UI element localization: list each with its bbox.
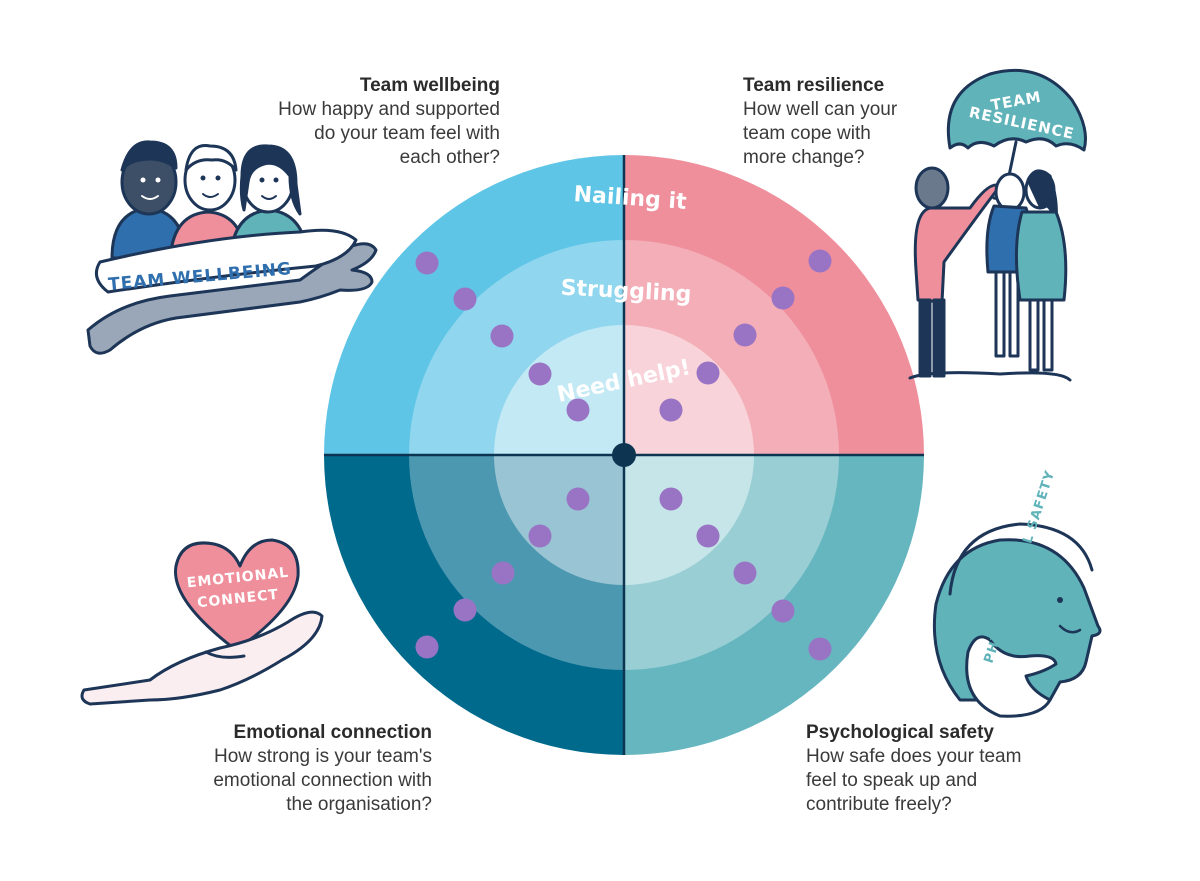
- rating-dot[interactable]: [415, 251, 439, 275]
- rating-dot[interactable]: [696, 361, 720, 385]
- caption-title: Emotional connection: [233, 722, 432, 743]
- rating-dot[interactable]: [659, 487, 683, 511]
- rating-dot[interactable]: [528, 524, 552, 548]
- rating-dot[interactable]: [415, 635, 439, 659]
- quadrant-psychological-safety-inner: [624, 455, 754, 585]
- team-wellbeing-illustration: [86, 140, 378, 355]
- caption-title: Team wellbeing: [359, 75, 500, 96]
- rating-dot[interactable]: [808, 637, 832, 661]
- rating-dot[interactable]: [453, 598, 477, 622]
- center-dot: [612, 443, 636, 467]
- caption-line: do your team feel with: [314, 123, 500, 144]
- psychological-safety-illustration: [932, 522, 1102, 718]
- rating-dots: [415, 249, 832, 661]
- caption-line: feel to speak up and: [806, 770, 978, 791]
- caption-team-wellbeing: Team wellbeing How happy and supported d…: [200, 74, 500, 170]
- caption-line: more change?: [743, 147, 865, 168]
- caption-line: How strong is your team's: [214, 746, 432, 767]
- rating-dot[interactable]: [528, 362, 552, 386]
- rating-dot[interactable]: [808, 249, 832, 273]
- caption-line: contribute freely?: [806, 794, 952, 815]
- rating-dot[interactable]: [490, 324, 514, 348]
- rating-dot[interactable]: [566, 487, 590, 511]
- caption-line: How happy and supported: [278, 99, 500, 120]
- rating-dot[interactable]: [771, 599, 795, 623]
- rating-dot[interactable]: [453, 287, 477, 311]
- rating-dot[interactable]: [733, 323, 757, 347]
- caption-line: the organisation?: [286, 794, 432, 815]
- caption-line: How well can your: [743, 99, 898, 120]
- quadrant-team-wellbeing-inner: [494, 325, 624, 455]
- caption-line: team cope with: [743, 123, 871, 144]
- rating-dot[interactable]: [566, 398, 590, 422]
- caption-title: Team resilience: [743, 75, 885, 96]
- caption-line: How safe does your team: [806, 746, 1022, 767]
- caption-team-resilience: Team resilience How well can your team c…: [743, 74, 1003, 170]
- quadrant-emotional-connection-inner: [494, 455, 624, 585]
- caption-title: Psychological safety: [806, 722, 994, 743]
- caption-emotional-connection: Emotional connection How strong is your …: [132, 721, 432, 817]
- team-resilience-illustration: [908, 68, 1087, 382]
- rating-dot[interactable]: [733, 561, 757, 585]
- rating-dot[interactable]: [659, 398, 683, 422]
- caption-psychological-safety: Psychological safety How safe does your …: [806, 721, 1106, 817]
- caption-line: emotional connection with: [213, 770, 432, 791]
- rating-dot[interactable]: [771, 286, 795, 310]
- caption-line: each other?: [399, 147, 500, 168]
- target-wheel: Nailing it Struggling Need help!: [324, 155, 924, 755]
- rating-dot[interactable]: [696, 524, 720, 548]
- rating-dot[interactable]: [491, 561, 515, 585]
- quadrant-team-resilience-inner: [624, 325, 754, 455]
- emotional-connect-illustration: [80, 538, 324, 706]
